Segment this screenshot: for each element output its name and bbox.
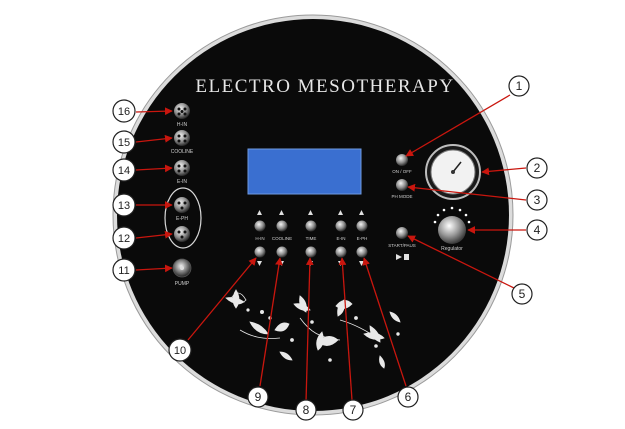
e-ph-row-label: E-PH — [357, 236, 368, 241]
callout-8: 8 — [295, 399, 317, 421]
regulator-knob[interactable] — [433, 206, 471, 244]
pressure-gauge — [425, 144, 481, 200]
callout-lines — [135, 94, 527, 403]
cooline-button[interactable] — [276, 220, 288, 232]
on-off-button[interactable] — [396, 154, 408, 166]
connector-cooline[interactable] — [174, 130, 190, 146]
callout-3: 3 — [526, 189, 548, 211]
svg-text:11: 11 — [118, 265, 129, 277]
svg-text:7: 7 — [350, 403, 357, 417]
e-ph-up-arrow-icon[interactable] — [359, 210, 364, 215]
panel-title: ELECTRO MESOTHERAPY — [195, 76, 454, 97]
callout-16: 16 — [112, 99, 136, 123]
callout-4: 4 — [526, 219, 548, 241]
e-in-row-label: E-IN — [337, 236, 346, 241]
play-stop-icon — [396, 254, 409, 260]
connector-e-ph-1[interactable] — [174, 197, 190, 213]
cooline-up-arrow-icon[interactable] — [279, 210, 284, 215]
e-ph-button[interactable] — [356, 220, 368, 232]
h-in-down-button[interactable] — [254, 246, 266, 258]
connector-h-in[interactable] — [174, 103, 190, 119]
svg-text:2: 2 — [534, 161, 541, 175]
callout-5: 5 — [511, 283, 533, 305]
e-in-down-button[interactable] — [335, 246, 347, 258]
svg-text:16: 16 — [118, 106, 130, 118]
callout-9: 9 — [247, 386, 269, 408]
callout-14: 14 — [112, 158, 136, 182]
e-in-up-arrow-icon[interactable] — [338, 210, 343, 215]
on-off-label: ON / OFF — [392, 169, 412, 174]
cooline-down-button[interactable] — [276, 246, 288, 258]
svg-text:15: 15 — [118, 137, 130, 149]
callout-7: 7 — [342, 399, 364, 421]
connector-e-ph-2[interactable] — [174, 226, 190, 242]
ph-mode-button[interactable] — [396, 179, 408, 191]
callout-6: 6 — [397, 386, 419, 408]
svg-text:5: 5 — [519, 287, 526, 301]
callout-11: 11 — [112, 258, 136, 282]
callout-1: 1 — [508, 75, 530, 97]
h-in-button[interactable] — [254, 220, 266, 232]
e-ph-down-button[interactable] — [356, 246, 368, 258]
start-pause-label: START/PAUS — [388, 243, 416, 248]
h-in-down-arrow-icon — [257, 261, 262, 266]
svg-text:6: 6 — [405, 390, 412, 404]
time-button[interactable] — [305, 220, 317, 232]
connector-e-in[interactable] — [174, 160, 190, 176]
svg-text:14: 14 — [118, 165, 130, 177]
callout-12: 12 — [112, 226, 136, 250]
svg-text:4: 4 — [534, 223, 541, 237]
callout-10: 10 — [168, 338, 192, 362]
cooline-row-label: COOLINE — [272, 236, 292, 241]
svg-text:13: 13 — [118, 200, 130, 212]
h-in-row-label: H-IN — [255, 236, 264, 241]
connector-pump[interactable] — [172, 258, 192, 278]
button-row: H-IN COOLINE TIME E-IN E-PH — [254, 210, 368, 266]
connector-e-ph-label: E-PH — [176, 216, 188, 222]
h-in-up-arrow-icon[interactable] — [257, 210, 262, 215]
connector-e-in-label: E-IN — [177, 179, 187, 185]
callout-badges: 1 2 3 4 5 6 7 8 9 10 11 12 13 14 15 16 — [112, 75, 548, 421]
start-pause-button[interactable] — [396, 227, 408, 239]
connector-pump-label: PUMP — [175, 281, 190, 287]
callout-2: 2 — [526, 157, 548, 179]
svg-text:8: 8 — [303, 403, 310, 417]
svg-text:9: 9 — [255, 390, 262, 404]
svg-text:10: 10 — [174, 345, 186, 357]
lcd-screen — [247, 148, 362, 195]
time-down-button[interactable] — [305, 246, 317, 258]
regulator-label: Regulator — [441, 246, 463, 252]
floral-decoration — [225, 289, 401, 369]
svg-text:12: 12 — [118, 233, 130, 245]
svg-text:1: 1 — [516, 79, 523, 93]
callout-13: 13 — [112, 193, 136, 217]
svg-text:3: 3 — [534, 193, 541, 207]
ph-mode-label: PH MODE — [391, 194, 412, 199]
connector-cooline-label: COOLINE — [171, 149, 194, 155]
connector-h-in-label: H-IN — [177, 122, 188, 128]
time-row-label: TIME — [306, 236, 317, 241]
e-in-button[interactable] — [335, 220, 347, 232]
callout-15: 15 — [112, 130, 136, 154]
e-ph-group-outline — [164, 187, 202, 249]
time-up-arrow-icon[interactable] — [308, 210, 313, 215]
